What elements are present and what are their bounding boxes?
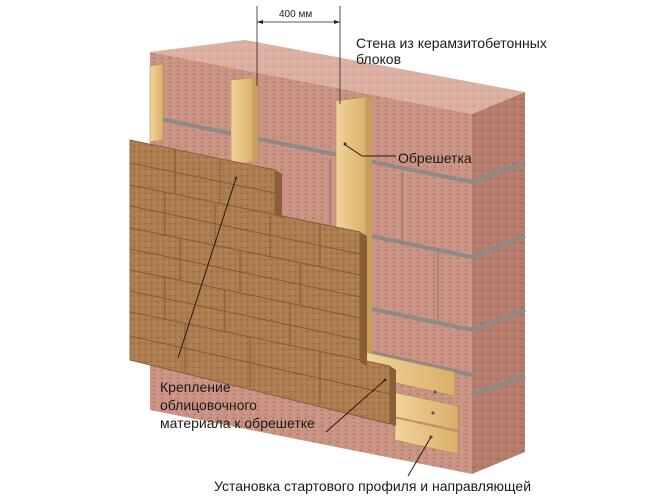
wall-label-line2: блоков <box>356 51 402 67</box>
facing-panels <box>129 139 396 426</box>
fastening-label-line1: Крепление <box>160 379 231 395</box>
dimension-label: 400 мм <box>279 9 313 20</box>
wall-side-face <box>472 92 525 474</box>
dimension-400mm <box>256 6 341 104</box>
lathing-label: Обрешетка <box>398 150 472 166</box>
leader-lines <box>177 143 432 477</box>
wall-top-face <box>150 40 525 114</box>
start-profile-label: Установка стартового профиля и направляю… <box>214 478 532 494</box>
wall-label-line1: Стена из керамзитобетонных <box>356 35 547 51</box>
fastening-label-line2: облицовочного <box>160 397 257 413</box>
fastening-label-line3: материала к обрешетке <box>160 415 315 431</box>
mortar-vertical <box>329 160 439 320</box>
